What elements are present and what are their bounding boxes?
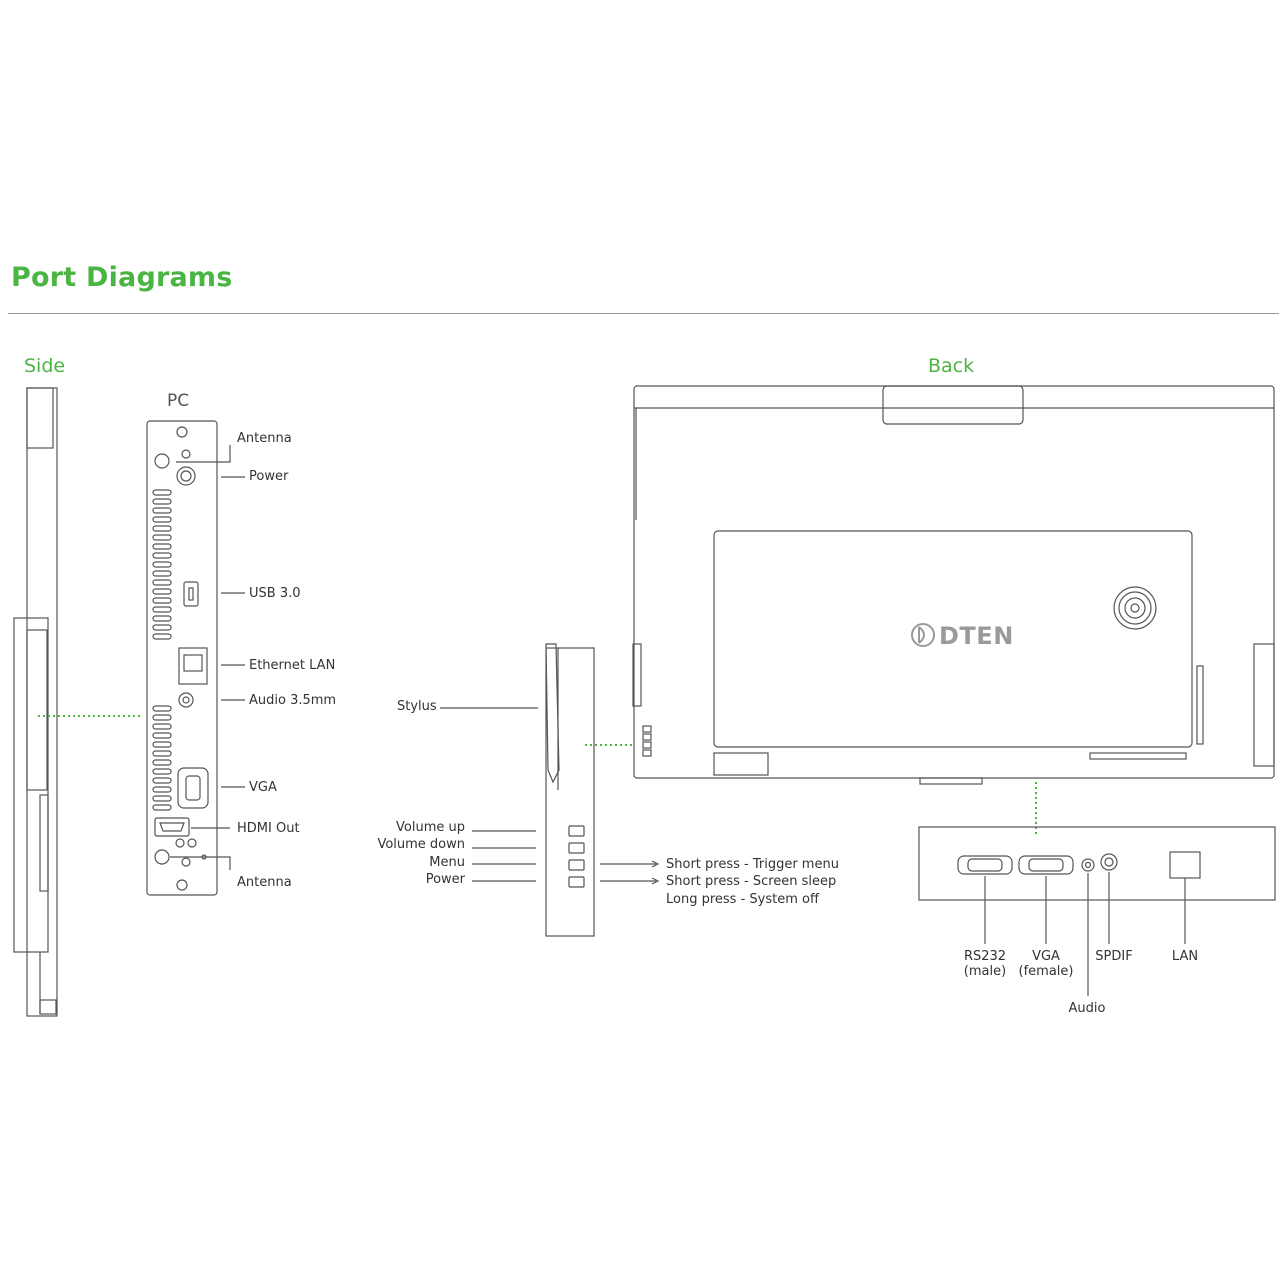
side-heading: Side [24, 355, 66, 377]
vent-slot [152, 777, 172, 784]
dten-brand-text: DTEN [939, 622, 1014, 650]
title-divider [8, 313, 1279, 314]
menu-button [568, 859, 585, 871]
vent-slot [152, 633, 172, 640]
power-symbol-icon [180, 470, 192, 482]
vent-slot [152, 786, 172, 793]
vent-slot [152, 516, 172, 523]
label-antenna-top: Antenna [237, 431, 292, 446]
label-rs232: RS232 [963, 949, 1007, 964]
vent-slot [152, 561, 172, 568]
vent-slot [152, 723, 172, 730]
antenna-connector-icon [154, 849, 170, 865]
vent-slot [152, 705, 172, 712]
label-volume-up: Volume up [396, 820, 465, 835]
back-view [632, 385, 1275, 785]
led-icon [181, 449, 191, 459]
pc-module [146, 420, 218, 896]
label-stylus: Stylus [397, 699, 437, 714]
label-vga: VGA [249, 780, 277, 795]
page-title: Port Diagrams [11, 262, 233, 293]
label-audio-back: Audio [1068, 1001, 1106, 1016]
label-volume-down: Volume down [377, 837, 465, 852]
power-button-icon [176, 466, 196, 486]
vent-slot [152, 759, 172, 766]
vent-slot [152, 534, 172, 541]
volume-up-button [568, 825, 585, 837]
vga-female-port-icon [1018, 855, 1074, 875]
antenna-connector-icon [154, 453, 170, 469]
vent-slot [152, 597, 172, 604]
ethernet-port-icon [178, 647, 208, 685]
usb-port-icon [183, 581, 199, 607]
label-audio-jack: Audio 3.5mm [249, 693, 337, 708]
vent-slot [152, 741, 172, 748]
screw-icon [176, 879, 188, 891]
volume-down-button [568, 842, 585, 854]
rs232-port-icon [957, 855, 1013, 875]
stylus-icon [545, 643, 560, 784]
vent-slot [152, 489, 172, 496]
label-action-screen-sleep: Short press - Screen sleep [666, 874, 837, 889]
vent-slot [152, 732, 172, 739]
label-menu: Menu [429, 855, 465, 870]
pc-heading: PC [167, 391, 190, 411]
label-power: Power [249, 469, 289, 484]
vent-slot [152, 795, 172, 802]
label-antenna-bottom: Antenna [237, 875, 292, 890]
audio-jack-icon [178, 692, 194, 708]
vent-slot [152, 750, 172, 757]
middle-leader-lines [440, 707, 660, 885]
vent-slot [152, 498, 172, 505]
vent-slot [152, 543, 172, 550]
hdmi-port-icon [154, 817, 190, 837]
audio-port-icon [1081, 858, 1095, 872]
lan-port-icon [1169, 851, 1201, 879]
back-port-panel [918, 826, 1276, 996]
label-power-button: Power [425, 872, 465, 887]
vent-slot [152, 714, 172, 721]
spdif-port-icon [1100, 853, 1118, 871]
label-spdif: SPDIF [1095, 949, 1133, 964]
vent-slot [152, 615, 172, 622]
label-action-system-off: Long press - System off [666, 892, 819, 907]
back-heading: Back [928, 355, 975, 377]
screw-icon [176, 426, 188, 438]
vent-slot [152, 552, 172, 559]
vent-slot [152, 579, 172, 586]
vent-slot [152, 624, 172, 631]
side-profile [13, 387, 58, 1017]
vent-slot [152, 768, 172, 775]
label-lan: LAN [1171, 949, 1199, 964]
label-hdmi: HDMI Out [237, 821, 300, 836]
vent-slot [152, 588, 172, 595]
label-vga-back: VGA [1032, 949, 1060, 964]
side-panel-view [545, 643, 595, 937]
speaker-grille-icon [1113, 586, 1157, 630]
label-action-trigger-menu: Short press - Trigger menu [666, 857, 839, 872]
vent-slot [152, 570, 172, 577]
vga-port-icon [177, 767, 209, 809]
dten-logo [911, 623, 935, 647]
label-ethernet: Ethernet LAN [249, 658, 336, 673]
vent-slot [152, 606, 172, 613]
vent-slot [152, 507, 172, 514]
label-rs232-sub: (male) [963, 964, 1007, 979]
pc-leader-lines [170, 445, 245, 870]
power-button [568, 876, 585, 888]
label-vga-back-sub: (female) [1018, 964, 1074, 979]
label-usb: USB 3.0 [249, 586, 301, 601]
vent-slot [152, 804, 172, 811]
vent-slot [152, 525, 172, 532]
